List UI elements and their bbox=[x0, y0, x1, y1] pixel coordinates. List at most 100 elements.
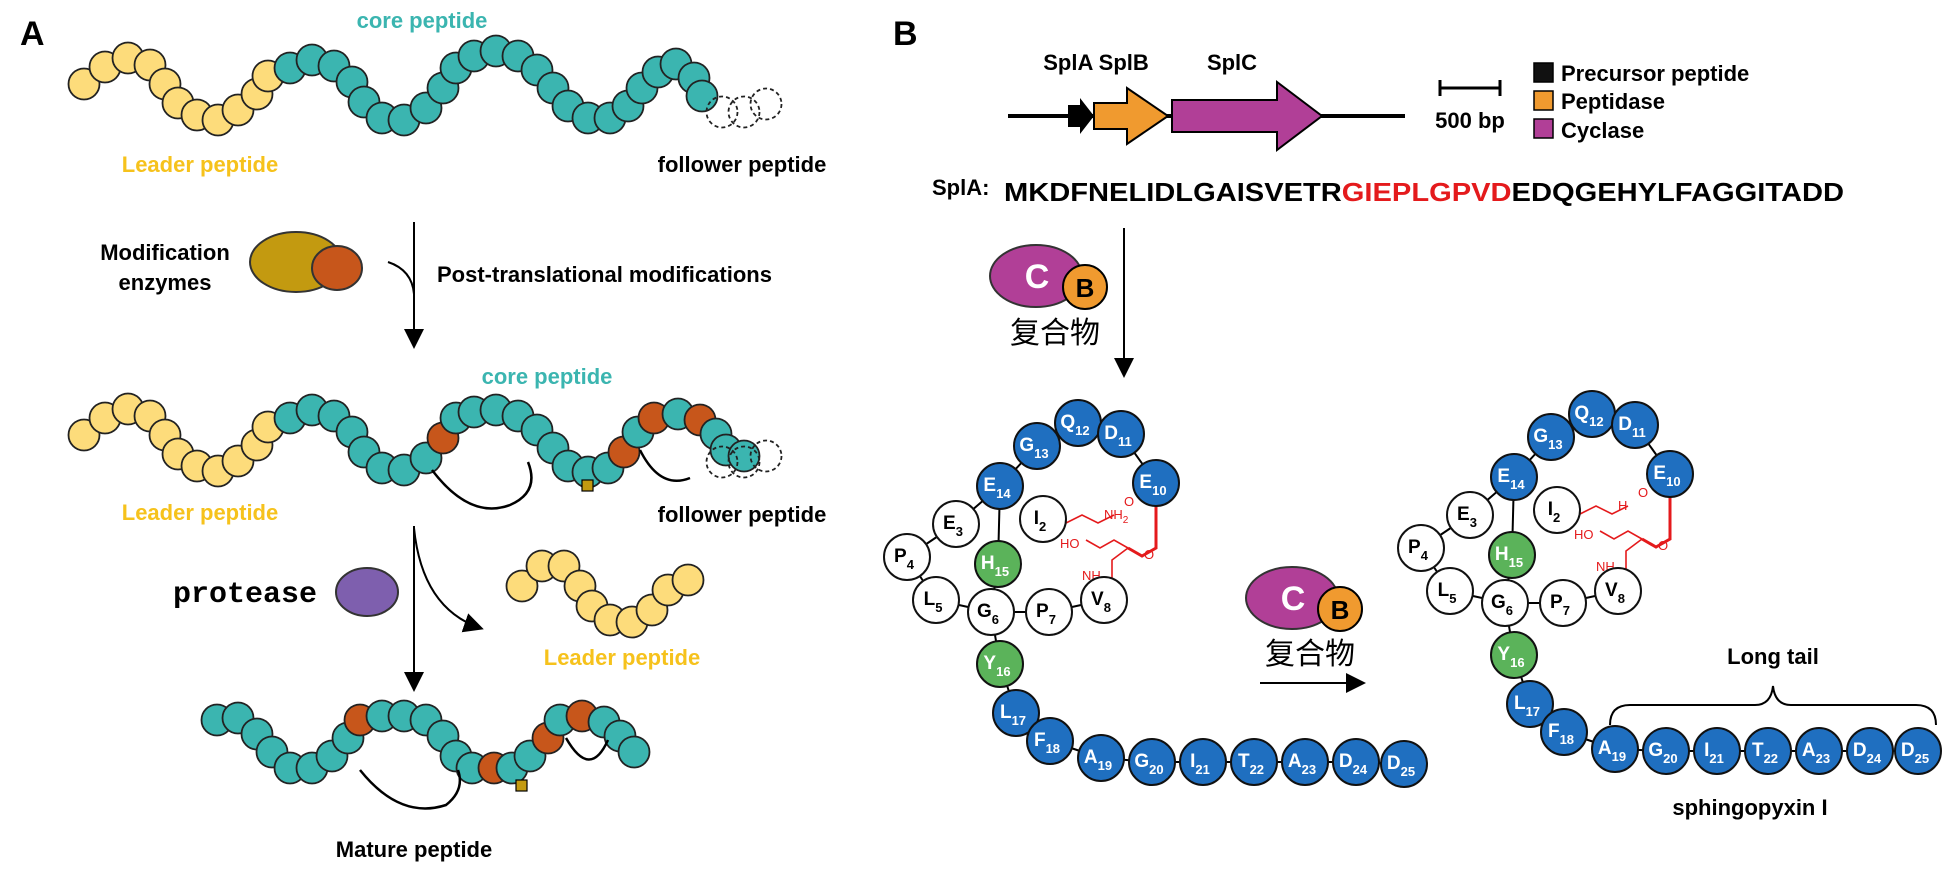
spla-gene-arrow bbox=[1068, 98, 1094, 134]
svg-text:A19: A19 bbox=[1084, 747, 1112, 773]
amine-label: H bbox=[1618, 498, 1627, 513]
long-tail-brace bbox=[1609, 685, 1937, 726]
modification-tag-icon bbox=[515, 779, 528, 792]
svg-text:G13: G13 bbox=[1019, 435, 1048, 461]
svg-text:E14: E14 bbox=[1497, 466, 1525, 492]
follower-peptide-label: follower peptide bbox=[658, 152, 827, 177]
residue-l17: L17 bbox=[1506, 680, 1554, 728]
residue-a19: A19 bbox=[1591, 725, 1639, 773]
residue-d25: D25 bbox=[1894, 727, 1942, 775]
macrocycle-bond bbox=[564, 737, 610, 761]
modification-enzymes-label-2: enzymes bbox=[119, 270, 212, 295]
svg-text:Q12: Q12 bbox=[1574, 403, 1603, 429]
residue-a23: A23 bbox=[1795, 727, 1843, 775]
enzyme-hook bbox=[387, 261, 415, 295]
residue-e10: E10 bbox=[1646, 450, 1694, 498]
svg-text:G6: G6 bbox=[977, 601, 999, 627]
svg-text:P4: P4 bbox=[894, 546, 915, 572]
panel-b: B SplA SplB SplC 500 bp Precursor peptid… bbox=[883, 15, 1942, 820]
svg-text:I2: I2 bbox=[1034, 508, 1047, 534]
residue-a19: A19 bbox=[1077, 734, 1125, 782]
residue-l5: L5 bbox=[1426, 567, 1474, 615]
precursor-chain bbox=[67, 34, 783, 137]
mature-chain bbox=[200, 699, 651, 810]
peptidase-b-label: B bbox=[1076, 273, 1095, 303]
svg-text:H15: H15 bbox=[981, 553, 1009, 579]
panel-a: A core peptide Leader peptide follower p… bbox=[20, 8, 826, 862]
svg-text:I2: I2 bbox=[1548, 499, 1561, 525]
svg-text:O: O bbox=[1658, 538, 1668, 553]
svg-text:A23: A23 bbox=[1802, 740, 1830, 766]
macrocycle-bond bbox=[359, 769, 462, 810]
follower-residue bbox=[705, 445, 739, 479]
residue-f18: F18 bbox=[1026, 717, 1074, 765]
complex-label-2: 复合物 bbox=[1265, 637, 1355, 672]
macrocycle-bond bbox=[431, 461, 533, 510]
svg-text:O: O bbox=[1144, 547, 1154, 562]
scale-bar-label: 500 bp bbox=[1435, 108, 1505, 133]
legend-peptidase-label: Peptidase bbox=[1561, 89, 1665, 114]
residue-d11: D11 bbox=[1611, 401, 1659, 449]
svg-text:HO: HO bbox=[1060, 536, 1080, 551]
residue-i21: I21 bbox=[1179, 738, 1227, 786]
svg-text:Y16: Y16 bbox=[983, 653, 1010, 679]
residue-g13: G13 bbox=[1013, 422, 1061, 470]
svg-text:D24: D24 bbox=[1339, 751, 1368, 777]
svg-text:G20: G20 bbox=[1134, 751, 1163, 777]
svg-text:E3: E3 bbox=[943, 513, 963, 539]
svg-text:F18: F18 bbox=[1548, 721, 1574, 747]
core-peptide-label-2: core peptide bbox=[482, 364, 613, 389]
modification-enzyme-2-icon bbox=[311, 245, 363, 291]
svg-text:T22: T22 bbox=[1238, 751, 1264, 777]
residue-t22: T22 bbox=[1744, 727, 1792, 775]
svg-text:E10: E10 bbox=[1139, 472, 1166, 498]
svg-text:L17: L17 bbox=[1514, 693, 1540, 719]
released-leader-chain bbox=[505, 549, 705, 639]
cyclase-c-label-2: C bbox=[1281, 580, 1306, 618]
legend: Precursor peptide Peptidase Cyclase bbox=[1533, 61, 1749, 143]
residue-h15: H15 bbox=[974, 540, 1022, 588]
peptidase-complex-icon-2 bbox=[1317, 586, 1363, 632]
residue-t22: T22 bbox=[1230, 738, 1278, 786]
core-residue bbox=[685, 79, 719, 113]
residue-v8: V8 bbox=[1594, 567, 1642, 615]
svg-text:D11: D11 bbox=[1104, 423, 1131, 449]
svg-text:D11: D11 bbox=[1618, 414, 1645, 440]
svg-text:P4: P4 bbox=[1408, 537, 1429, 563]
sequence-follower: EDQGEHYLFAGGITADD bbox=[1512, 177, 1844, 207]
residue-g20: G20 bbox=[1128, 738, 1176, 786]
residue-e10: E10 bbox=[1132, 459, 1180, 507]
residue-g6: G6 bbox=[967, 588, 1015, 636]
legend-cyclase-swatch bbox=[1533, 118, 1554, 139]
svg-text:L5: L5 bbox=[924, 589, 943, 615]
residue-q12: Q12 bbox=[1054, 399, 1102, 447]
protease-label: protease bbox=[173, 578, 317, 612]
svg-text:V8: V8 bbox=[1605, 580, 1625, 606]
legend-precursor-label: Precursor peptide bbox=[1561, 61, 1749, 86]
residue-a23: A23 bbox=[1281, 738, 1329, 786]
svg-text:D25: D25 bbox=[1387, 753, 1415, 779]
residue-l5: L5 bbox=[912, 576, 960, 624]
svg-text:E14: E14 bbox=[983, 475, 1011, 501]
mature-peptide-label: Mature peptide bbox=[336, 837, 492, 862]
svg-text:A23: A23 bbox=[1288, 751, 1316, 777]
residue-d11: D11 bbox=[1097, 410, 1145, 458]
leader-peptide-label-2: Leader peptide bbox=[122, 500, 278, 525]
legend-peptidase-swatch bbox=[1533, 90, 1554, 111]
svg-text:Q12: Q12 bbox=[1060, 412, 1089, 438]
leader-residue bbox=[505, 569, 539, 603]
splc-gene-arrow bbox=[1171, 79, 1324, 153]
residue-q12: Q12 bbox=[1568, 390, 1616, 438]
isopeptide-bond bbox=[1641, 497, 1672, 549]
ptm-label: Post-translational modifications bbox=[437, 262, 772, 287]
svg-text:Y16: Y16 bbox=[1497, 644, 1524, 670]
residue-g6: G6 bbox=[1481, 579, 1529, 627]
svg-text:G20: G20 bbox=[1648, 740, 1677, 766]
residue-h15: H15 bbox=[1488, 531, 1536, 579]
residue-e14: E14 bbox=[976, 462, 1024, 510]
svg-text:I21: I21 bbox=[1190, 751, 1210, 777]
panel-a-label: A bbox=[20, 15, 45, 53]
product-name: sphingopyxin I bbox=[1672, 795, 1827, 820]
